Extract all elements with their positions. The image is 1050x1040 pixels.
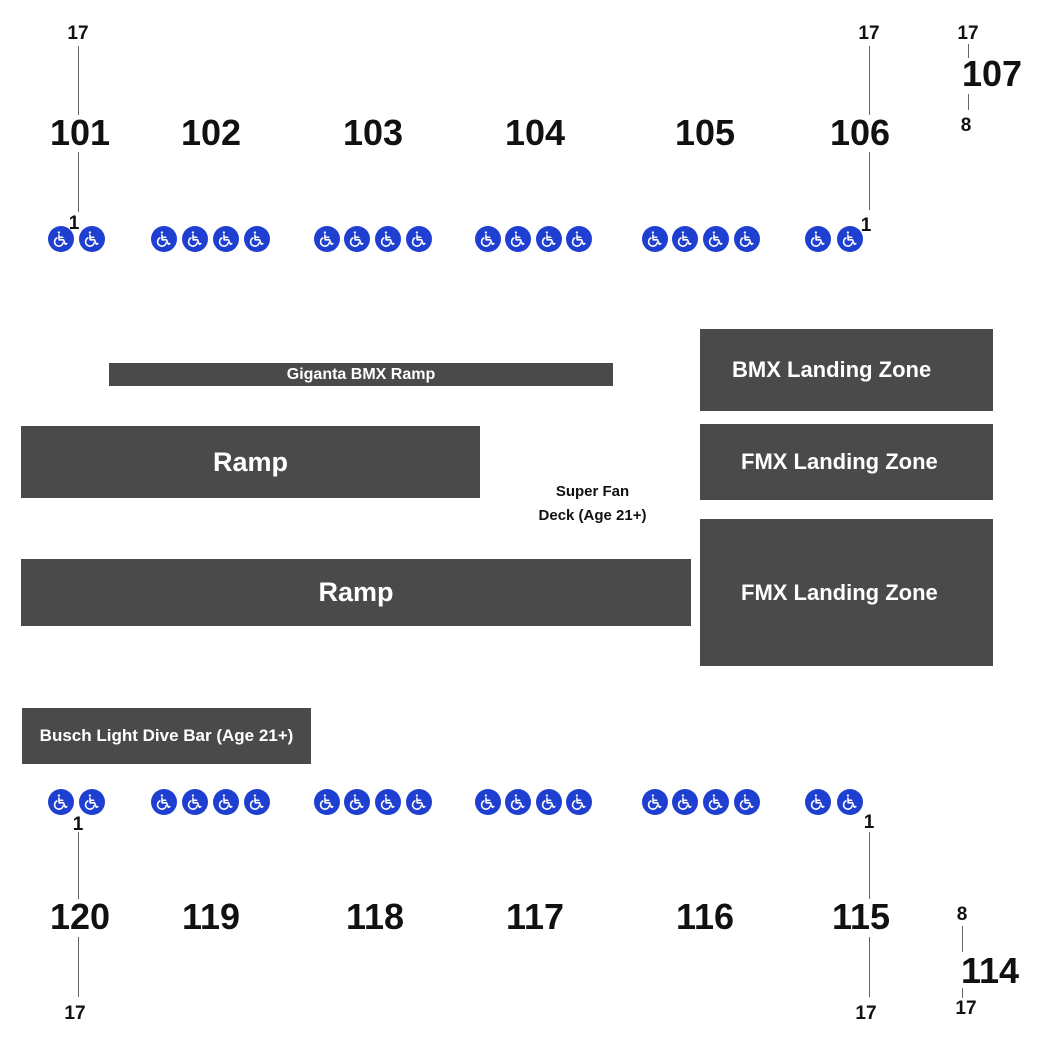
super-fan-line-1: Super Fan — [555, 483, 630, 500]
row-label-101-top: 17 — [67, 23, 89, 44]
wheelchair-icon[interactable] — [805, 226, 831, 252]
row-line-101-lower — [78, 152, 79, 212]
row-line-106-upper — [869, 46, 870, 115]
wheelchair-icon[interactable] — [505, 226, 531, 252]
wheelchair-icon[interactable] — [375, 226, 401, 252]
wheelchair-icon[interactable] — [837, 226, 863, 252]
wheelchair-icon[interactable] — [406, 226, 432, 252]
row-label-114-top: 8 — [956, 904, 968, 925]
section-116[interactable]: 116 — [675, 896, 735, 937]
row-line-114-lower — [962, 988, 963, 998]
wheelchair-icon[interactable] — [182, 226, 208, 252]
giganta-bmx-ramp[interactable]: Giganta BMX Ramp — [109, 363, 613, 386]
fmx-landing-zone-2[interactable]: FMX Landing Zone — [700, 519, 993, 666]
row-label-106-top: 17 — [858, 23, 880, 44]
row-label-120-bottom: 17 — [64, 1003, 86, 1024]
row-label-115-top: 1 — [863, 812, 875, 833]
wheelchair-icon[interactable] — [703, 789, 729, 815]
wheelchair-icon[interactable] — [837, 789, 863, 815]
ramp-upper[interactable]: Ramp — [21, 426, 480, 498]
section-106[interactable]: 106 — [829, 112, 891, 153]
section-101[interactable]: 101 — [49, 112, 111, 153]
row-label-101-bottom: 1 — [68, 213, 80, 234]
section-118[interactable]: 118 — [345, 896, 405, 937]
row-line-115-lower — [869, 937, 870, 997]
section-104[interactable]: 104 — [504, 112, 566, 153]
section-119[interactable]: 119 — [181, 896, 241, 937]
wheelchair-icon[interactable] — [48, 789, 74, 815]
wheelchair-icon[interactable] — [314, 226, 340, 252]
section-115[interactable]: 115 — [831, 896, 891, 937]
wheelchair-icon[interactable] — [536, 789, 562, 815]
super-fan-line-2: Deck (Age 21+) — [538, 507, 647, 524]
wheelchair-icon[interactable] — [48, 226, 74, 252]
section-102[interactable]: 102 — [180, 112, 242, 153]
wheelchair-icon[interactable] — [406, 789, 432, 815]
wheelchair-icon[interactable] — [344, 226, 370, 252]
wheelchair-icon[interactable] — [566, 226, 592, 252]
wheelchair-icon[interactable] — [672, 789, 698, 815]
wheelchair-icon[interactable] — [375, 789, 401, 815]
busch-light-dive-bar[interactable]: Busch Light Dive Bar (Age 21+) — [22, 708, 311, 764]
row-line-120-lower — [78, 937, 79, 997]
super-fan-deck-label[interactable]: Super Fan Deck (Age 21+) — [520, 480, 665, 528]
section-103[interactable]: 103 — [342, 112, 404, 153]
wheelchair-icon[interactable] — [151, 789, 177, 815]
wheelchair-icon[interactable] — [505, 789, 531, 815]
wheelchair-icon[interactable] — [213, 789, 239, 815]
section-107[interactable]: 107 — [961, 53, 1023, 94]
wheelchair-icon[interactable] — [566, 789, 592, 815]
wheelchair-icon[interactable] — [734, 226, 760, 252]
wheelchair-icon[interactable] — [314, 789, 340, 815]
wheelchair-icon[interactable] — [642, 789, 668, 815]
row-label-120-top: 1 — [72, 814, 84, 835]
row-line-114-upper — [962, 926, 963, 952]
row-label-107-bottom: 8 — [960, 115, 972, 136]
row-line-107-upper — [968, 44, 969, 58]
wheelchair-icon[interactable] — [672, 226, 698, 252]
wheelchair-icon[interactable] — [642, 226, 668, 252]
wheelchair-icon[interactable] — [536, 226, 562, 252]
wheelchair-icon[interactable] — [703, 226, 729, 252]
section-105[interactable]: 105 — [674, 112, 736, 153]
section-120[interactable]: 120 — [49, 896, 111, 937]
wheelchair-icon[interactable] — [244, 226, 270, 252]
row-line-106-lower — [869, 152, 870, 210]
ramp-lower[interactable]: Ramp — [21, 559, 691, 626]
section-117[interactable]: 117 — [505, 896, 565, 937]
row-label-106-bottom: 1 — [860, 215, 872, 236]
row-line-115-upper — [869, 832, 870, 899]
row-label-114-bottom: 17 — [955, 998, 977, 1019]
wheelchair-icon[interactable] — [182, 789, 208, 815]
wheelchair-icon[interactable] — [244, 789, 270, 815]
wheelchair-icon[interactable] — [344, 789, 370, 815]
wheelchair-icon[interactable] — [805, 789, 831, 815]
wheelchair-icon[interactable] — [213, 226, 239, 252]
fmx-landing-zone-1[interactable]: FMX Landing Zone — [700, 424, 993, 500]
bmx-landing-zone[interactable]: BMX Landing Zone — [700, 329, 993, 411]
row-line-120-upper — [78, 832, 79, 899]
row-label-115-bottom: 17 — [855, 1003, 877, 1024]
wheelchair-icon[interactable] — [79, 789, 105, 815]
row-line-107-lower — [968, 94, 969, 110]
wheelchair-icon[interactable] — [79, 226, 105, 252]
wheelchair-icon[interactable] — [734, 789, 760, 815]
wheelchair-icon[interactable] — [475, 789, 501, 815]
row-label-107-top: 17 — [957, 23, 979, 44]
wheelchair-icon[interactable] — [151, 226, 177, 252]
section-114[interactable]: 114 — [960, 950, 1020, 991]
wheelchair-icon[interactable] — [475, 226, 501, 252]
row-line-101-upper — [78, 46, 79, 115]
